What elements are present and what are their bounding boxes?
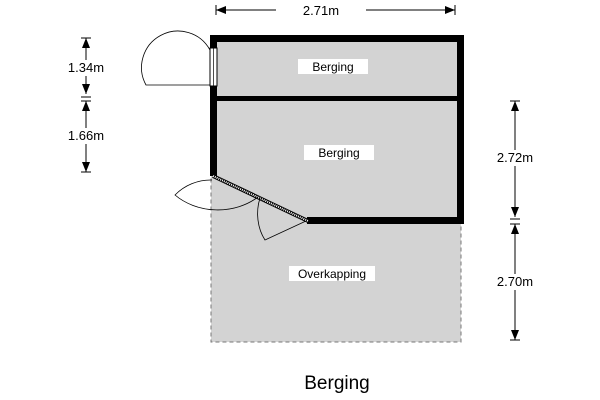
dimension-width: 2.71m (303, 3, 339, 18)
walls (210, 35, 464, 224)
dimension-right-lower: 2.70m (497, 274, 533, 289)
dimension-right-upper: 2.72m (497, 150, 533, 165)
overkapping-area (210, 174, 462, 343)
room-label: Overkapping (298, 267, 366, 281)
dimension-left-lower: 1.66m (68, 128, 104, 143)
room-label: Berging (318, 146, 359, 160)
door-swing-icon (174, 179, 259, 211)
dimension-left-upper: 1.34m (68, 60, 104, 75)
door-swing-icon (257, 197, 307, 241)
room-label: Berging (312, 60, 353, 74)
door-swing-icon (141, 30, 211, 86)
plan-title: Berging (304, 373, 370, 394)
